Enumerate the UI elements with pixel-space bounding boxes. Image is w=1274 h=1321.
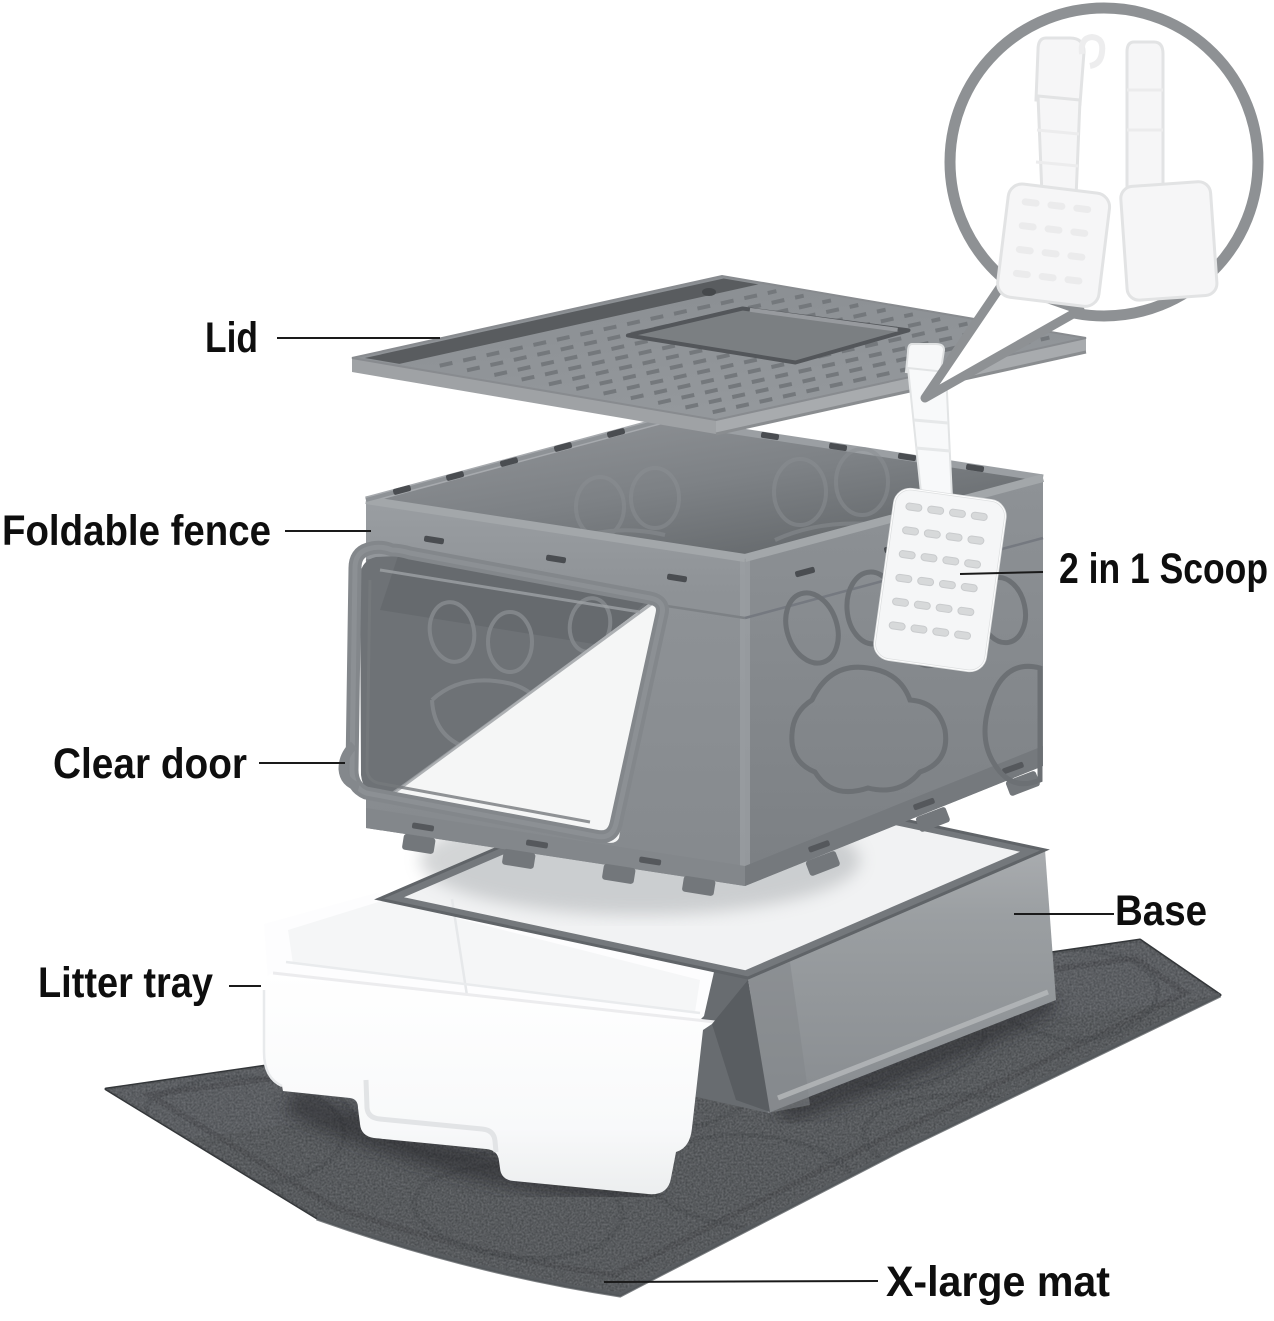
svg-text:Litter tray: Litter tray bbox=[38, 959, 213, 1007]
svg-text:Foldable fence: Foldable fence bbox=[2, 507, 271, 555]
svg-text:2 in 1 Scoop: 2 in 1 Scoop bbox=[1059, 545, 1268, 593]
svg-text:Base: Base bbox=[1115, 887, 1207, 935]
svg-text:X-large mat: X-large mat bbox=[886, 1258, 1110, 1306]
svg-text:Clear door: Clear door bbox=[53, 740, 247, 788]
svg-text:Lid: Lid bbox=[205, 314, 258, 362]
